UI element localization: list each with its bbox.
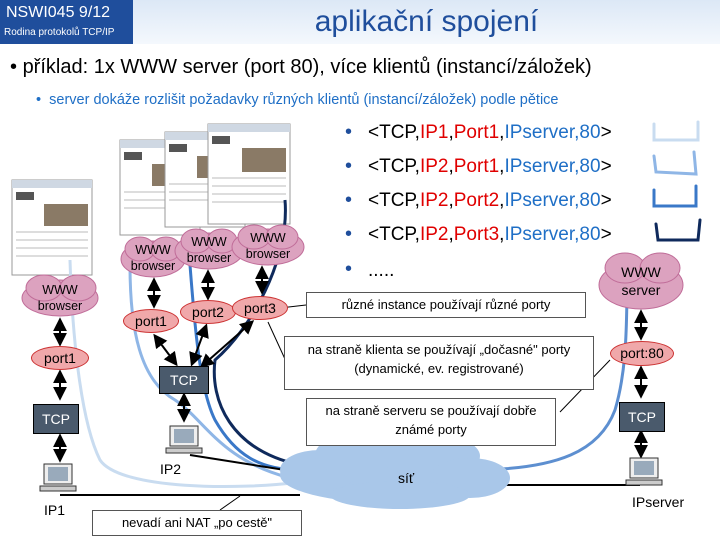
computer-ip1-icon: [39, 463, 77, 492]
browser-cloud-4: [231, 224, 305, 266]
ip2-label: IP2: [160, 461, 182, 477]
network-label: síť: [398, 470, 415, 486]
computer-server-icon: [625, 457, 663, 486]
bullet-main-text: příklad: 1x WWW server (port 80), více k…: [22, 56, 592, 78]
ip1-label: IP1: [44, 502, 66, 518]
bullet-main: • příklad: 1x WWW server (port 80), více…: [10, 56, 592, 78]
port1-ip2: port1: [123, 309, 179, 333]
tuple-more: .....: [368, 260, 395, 281]
app-clouds: [21, 224, 684, 317]
callout-ports: různé instance používají různé porty: [306, 292, 586, 318]
browser-label-2: WWW browser: [130, 243, 176, 273]
path-ip1: [68, 259, 301, 489]
port1-ip1: port1: [31, 346, 89, 370]
port80-server: port:80: [610, 341, 674, 366]
legend-line-4: [654, 218, 702, 242]
callout-nat: nevadí ani NAT „po cestě": [92, 510, 302, 536]
tuple-1: <TCP,IP1,Port1,IPserver,80>: [368, 122, 612, 143]
tuple-4: <TCP,IP2,Port3,IPserver,80>: [368, 224, 612, 245]
slide-header-box: NSWI045 9/12 Rodina protokolů TCP/IP: [0, 0, 133, 44]
tcp-box-ip1: TCP: [33, 404, 79, 434]
tuple-bullet-4: •: [345, 223, 353, 245]
browser-cloud-3: [174, 228, 244, 270]
tcp-box-server: TCP: [619, 402, 665, 432]
legend-line-3: [652, 184, 698, 208]
legend-line-2: [652, 150, 698, 176]
course-subtitle: Rodina protokolů TCP/IP: [4, 27, 115, 38]
browser-cloud-1: [21, 274, 99, 317]
callout-client-ports: na straně klienta se používají „dočasné"…: [284, 336, 594, 390]
tuple-bullet-2: •: [345, 155, 353, 177]
bullet-sub-text: server dokáže rozlišit požadavky různých…: [49, 92, 559, 108]
browser-label-3: WWW browser: [186, 235, 232, 265]
port2-ip2: port2: [180, 300, 236, 324]
tcp-box-ip2: TCP: [159, 366, 209, 394]
arrows: [53, 265, 648, 463]
path-server: [469, 289, 630, 472]
tuple-2: <TCP,IP2,Port1,IPserver,80>: [368, 156, 612, 177]
legend-line-1: [652, 120, 700, 142]
ipserver-label: IPserver: [632, 494, 685, 510]
browser-window-1: [11, 179, 93, 276]
bullet-sub: • server dokáže rozlišit požadavky různý…: [36, 92, 559, 108]
server-label: WWW server: [621, 264, 661, 298]
browser-window-4: [207, 123, 291, 225]
browser-label-1: WWW browser: [37, 283, 83, 313]
browser-cloud-2: [120, 236, 186, 278]
slide-title: aplikační spojení: [133, 0, 720, 44]
callout-server-ports: na straně serveru se používají dobře zná…: [306, 398, 556, 446]
tuple-bullet-3: •: [345, 189, 353, 211]
course-code: NSWI045 9/12: [6, 4, 111, 21]
server-cloud: [598, 252, 684, 310]
tuple-3: <TCP,IP2,Port2,IPserver,80>: [368, 190, 612, 211]
wires: [60, 454, 640, 496]
tuple-bullet-1: •: [345, 121, 353, 143]
computer-ip2-icon: [165, 425, 203, 454]
port3-ip2: port3: [232, 296, 288, 320]
tuple-bullet-5: •: [345, 258, 353, 280]
network-cloud: [280, 433, 510, 509]
browser-label-4: WWW browser: [245, 231, 291, 261]
legend-symbols: [652, 120, 702, 242]
